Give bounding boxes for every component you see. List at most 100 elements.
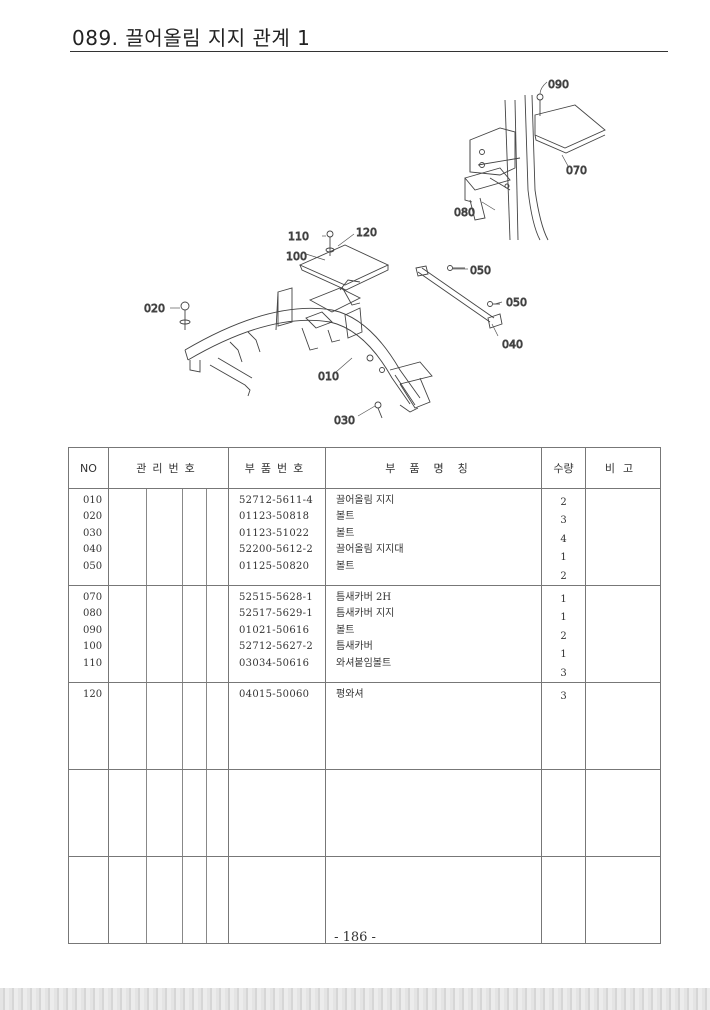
quantity: 2 <box>560 497 567 508</box>
page-number: - 186 - <box>334 930 376 945</box>
subdivider <box>182 769 183 856</box>
callout-110: 110 <box>288 230 309 243</box>
quantity: 3 <box>560 515 567 527</box>
item-no: 110 <box>83 657 103 669</box>
cell-part-no <box>228 768 326 857</box>
subdivider <box>206 585 207 682</box>
callout-010: 010 <box>318 370 339 383</box>
callout-050-upper: 050 <box>470 264 491 277</box>
part-name: 볼트 <box>336 511 355 523</box>
parts-table: NO 관리번호 부품번호 부품명칭 수량 비고 010 020 030 040 … <box>68 447 661 944</box>
header-remarks: 비고 <box>585 447 661 489</box>
cell-remarks <box>585 768 661 857</box>
header-quantity: 수량 <box>541 447 586 489</box>
cell-quantity: 3 <box>541 681 586 770</box>
subdivider <box>182 856 183 943</box>
table-header-row: NO 관리번호 부품번호 부품명칭 수량 비고 <box>68 447 661 489</box>
cell-management-no <box>108 768 229 857</box>
cell-management-no <box>108 855 229 944</box>
callout-070: 070 <box>566 164 587 177</box>
subdivider <box>182 489 183 585</box>
cell-part-name <box>325 768 542 857</box>
quantity: 3 <box>560 667 567 679</box>
cell-part-name <box>325 855 542 944</box>
cell-remarks <box>585 584 661 683</box>
part-name: 평와셔 <box>336 688 364 700</box>
cell-part-name: 끌어올림 지지 볼트 볼트 끌어올림 지지대 볼트 <box>325 488 542 586</box>
part-number: 52712-5627-2 <box>239 641 313 653</box>
part-number: 01123-50818 <box>239 511 310 523</box>
table-row-group-2: 070 080 090 100 110 52515-5628-1 52517-5… <box>68 584 661 683</box>
cell-remarks <box>585 681 661 770</box>
callout-080: 080 <box>454 206 475 219</box>
part-number: 52200-5612-2 <box>239 544 313 556</box>
table-row-empty <box>68 855 661 944</box>
subdivider <box>146 769 147 856</box>
quantity: 4 <box>560 533 567 545</box>
header-part-name: 부품명칭 <box>325 447 542 489</box>
part-number: 01125-50820 <box>239 560 310 572</box>
item-no: 040 <box>83 544 103 556</box>
callout-090: 090 <box>548 78 569 91</box>
part-number: 04015-50060 <box>239 688 310 700</box>
cell-part-no: 52712-5611-4 01123-50818 01123-51022 522… <box>228 488 326 586</box>
quantity: 3 <box>560 690 567 702</box>
header-no: NO <box>68 447 109 489</box>
callout-120: 120 <box>356 226 377 239</box>
quantity: 1 <box>560 612 567 624</box>
cell-management-no <box>108 681 229 770</box>
cell-part-no: 52515-5628-1 52517-5629-1 01021-50616 52… <box>228 584 326 683</box>
subdivider <box>206 769 207 856</box>
callout-040: 040 <box>502 338 523 351</box>
cell-quantity: 2 3 4 1 2 <box>541 488 586 586</box>
header-management-no: 관리번호 <box>108 447 229 489</box>
item-no: 120 <box>83 688 103 700</box>
cell-part-name: 틈새카버 2H 틈새카버 지지 볼트 틈새카버 와셔붙임볼트 <box>325 584 542 683</box>
callout-100: 100 <box>286 250 307 263</box>
part-name: 틈새카버 지지 <box>336 608 395 620</box>
cell-no <box>68 768 109 857</box>
item-no: 090 <box>83 624 103 636</box>
table-row-empty <box>68 768 661 857</box>
exploded-parts-diagram: 090 070 080 110 120 100 020 050 050 040 … <box>70 60 670 440</box>
subdivider <box>182 585 183 682</box>
part-name: 끌어올림 지지 <box>336 495 395 506</box>
callout-030: 030 <box>334 414 355 427</box>
part-number: 52517-5629-1 <box>239 608 313 620</box>
cell-management-no <box>108 488 229 586</box>
callout-020: 020 <box>144 302 165 315</box>
callout-050-lower: 050 <box>506 296 527 309</box>
item-no: 020 <box>83 511 103 523</box>
part-name: 끌어올림 지지대 <box>336 544 404 556</box>
part-name: 볼트 <box>336 624 355 636</box>
title-rule <box>70 51 668 52</box>
quantity: 2 <box>560 570 567 582</box>
cell-remarks <box>585 488 661 586</box>
quantity: 1 <box>560 552 567 564</box>
part-name: 와셔붙임볼트 <box>336 657 392 669</box>
cell-part-no: 04015-50060 <box>228 681 326 770</box>
lift-support-frame-drawing <box>179 279 433 419</box>
item-no: 080 <box>83 608 103 620</box>
subdivider <box>146 585 147 682</box>
part-number: 01021-50616 <box>239 624 310 636</box>
subdivider <box>182 682 183 769</box>
subdivider <box>206 682 207 769</box>
callout-leader-lines <box>170 81 569 417</box>
scan-artifact-band <box>0 988 710 1010</box>
cell-no: 070 080 090 100 110 <box>68 584 109 683</box>
cell-management-no <box>108 584 229 683</box>
subdivider <box>146 489 147 585</box>
cell-quantity <box>541 768 586 857</box>
cover-plate-drawing <box>298 230 390 306</box>
part-number: 01123-51022 <box>239 527 310 539</box>
subdivider <box>146 682 147 769</box>
part-name: 볼트 <box>336 527 355 539</box>
quantity: 1 <box>560 649 567 661</box>
cell-remarks <box>585 855 661 944</box>
part-name: 틈새카버 <box>336 641 373 653</box>
cell-no: 010 020 030 040 050 <box>68 488 109 586</box>
item-no: 050 <box>83 560 103 572</box>
part-number: 03034-50616 <box>239 657 310 669</box>
cell-quantity: 1 1 2 1 3 <box>541 584 586 683</box>
